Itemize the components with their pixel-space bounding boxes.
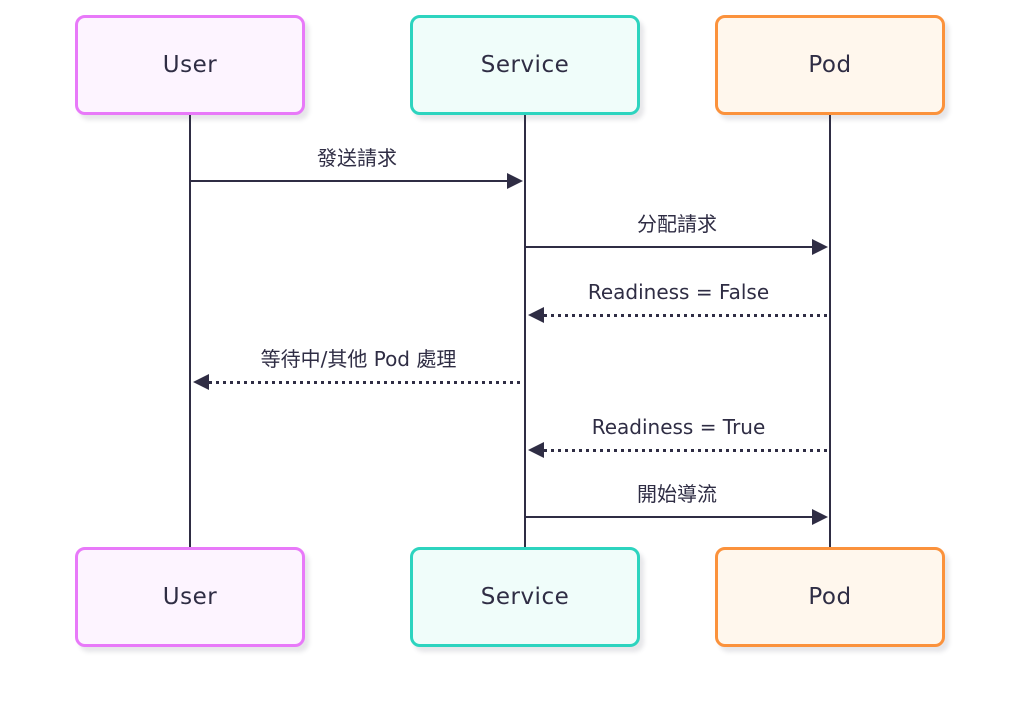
- message-dispatch-request: 分配請求: [526, 209, 828, 255]
- message-label: 發送請求: [317, 146, 397, 170]
- actor-label-pod: Pod: [808, 52, 852, 78]
- message-line: [526, 516, 812, 518]
- arrowhead-left-icon: [193, 374, 209, 390]
- lifeline-service: [524, 115, 526, 547]
- message-start-routing: 開始導流: [526, 479, 828, 525]
- message-send-request: 發送請求: [191, 143, 523, 189]
- message-label: 分配請求: [637, 212, 717, 236]
- actor-label-pod: Pod: [808, 584, 852, 610]
- lifeline-pod: [829, 115, 831, 547]
- actor-box-service-top: Service: [410, 15, 640, 115]
- arrowhead-right-icon: [507, 173, 523, 189]
- actor-box-user-bottom: User: [75, 547, 305, 647]
- message-line: [209, 380, 524, 384]
- message-label: Readiness = True: [591, 415, 766, 439]
- message-waiting-other-pod: 等待中/其他 Pod 處理: [193, 344, 524, 390]
- arrowhead-left-icon: [528, 307, 544, 323]
- actor-label-user: User: [162, 52, 218, 78]
- actor-box-pod-top: Pod: [715, 15, 945, 115]
- message-readiness-true: Readiness = True: [528, 412, 829, 458]
- arrowhead-right-icon: [812, 509, 828, 525]
- actor-box-pod-bottom: Pod: [715, 547, 945, 647]
- actor-box-service-bottom: Service: [410, 547, 640, 647]
- actor-label-user: User: [162, 584, 218, 610]
- message-label: 等待中/其他 Pod 處理: [260, 347, 457, 371]
- arrowhead-left-icon: [528, 442, 544, 458]
- actor-box-user-top: User: [75, 15, 305, 115]
- message-line: [526, 246, 812, 248]
- lifeline-user: [189, 115, 191, 547]
- message-line: [544, 313, 829, 317]
- message-readiness-false: Readiness = False: [528, 277, 829, 323]
- message-label: 開始導流: [637, 482, 717, 506]
- actor-label-service: Service: [480, 52, 570, 78]
- message-line: [191, 180, 507, 182]
- message-label: Readiness = False: [587, 280, 770, 304]
- actor-label-service: Service: [480, 584, 570, 610]
- message-line: [544, 448, 829, 452]
- arrowhead-right-icon: [812, 239, 828, 255]
